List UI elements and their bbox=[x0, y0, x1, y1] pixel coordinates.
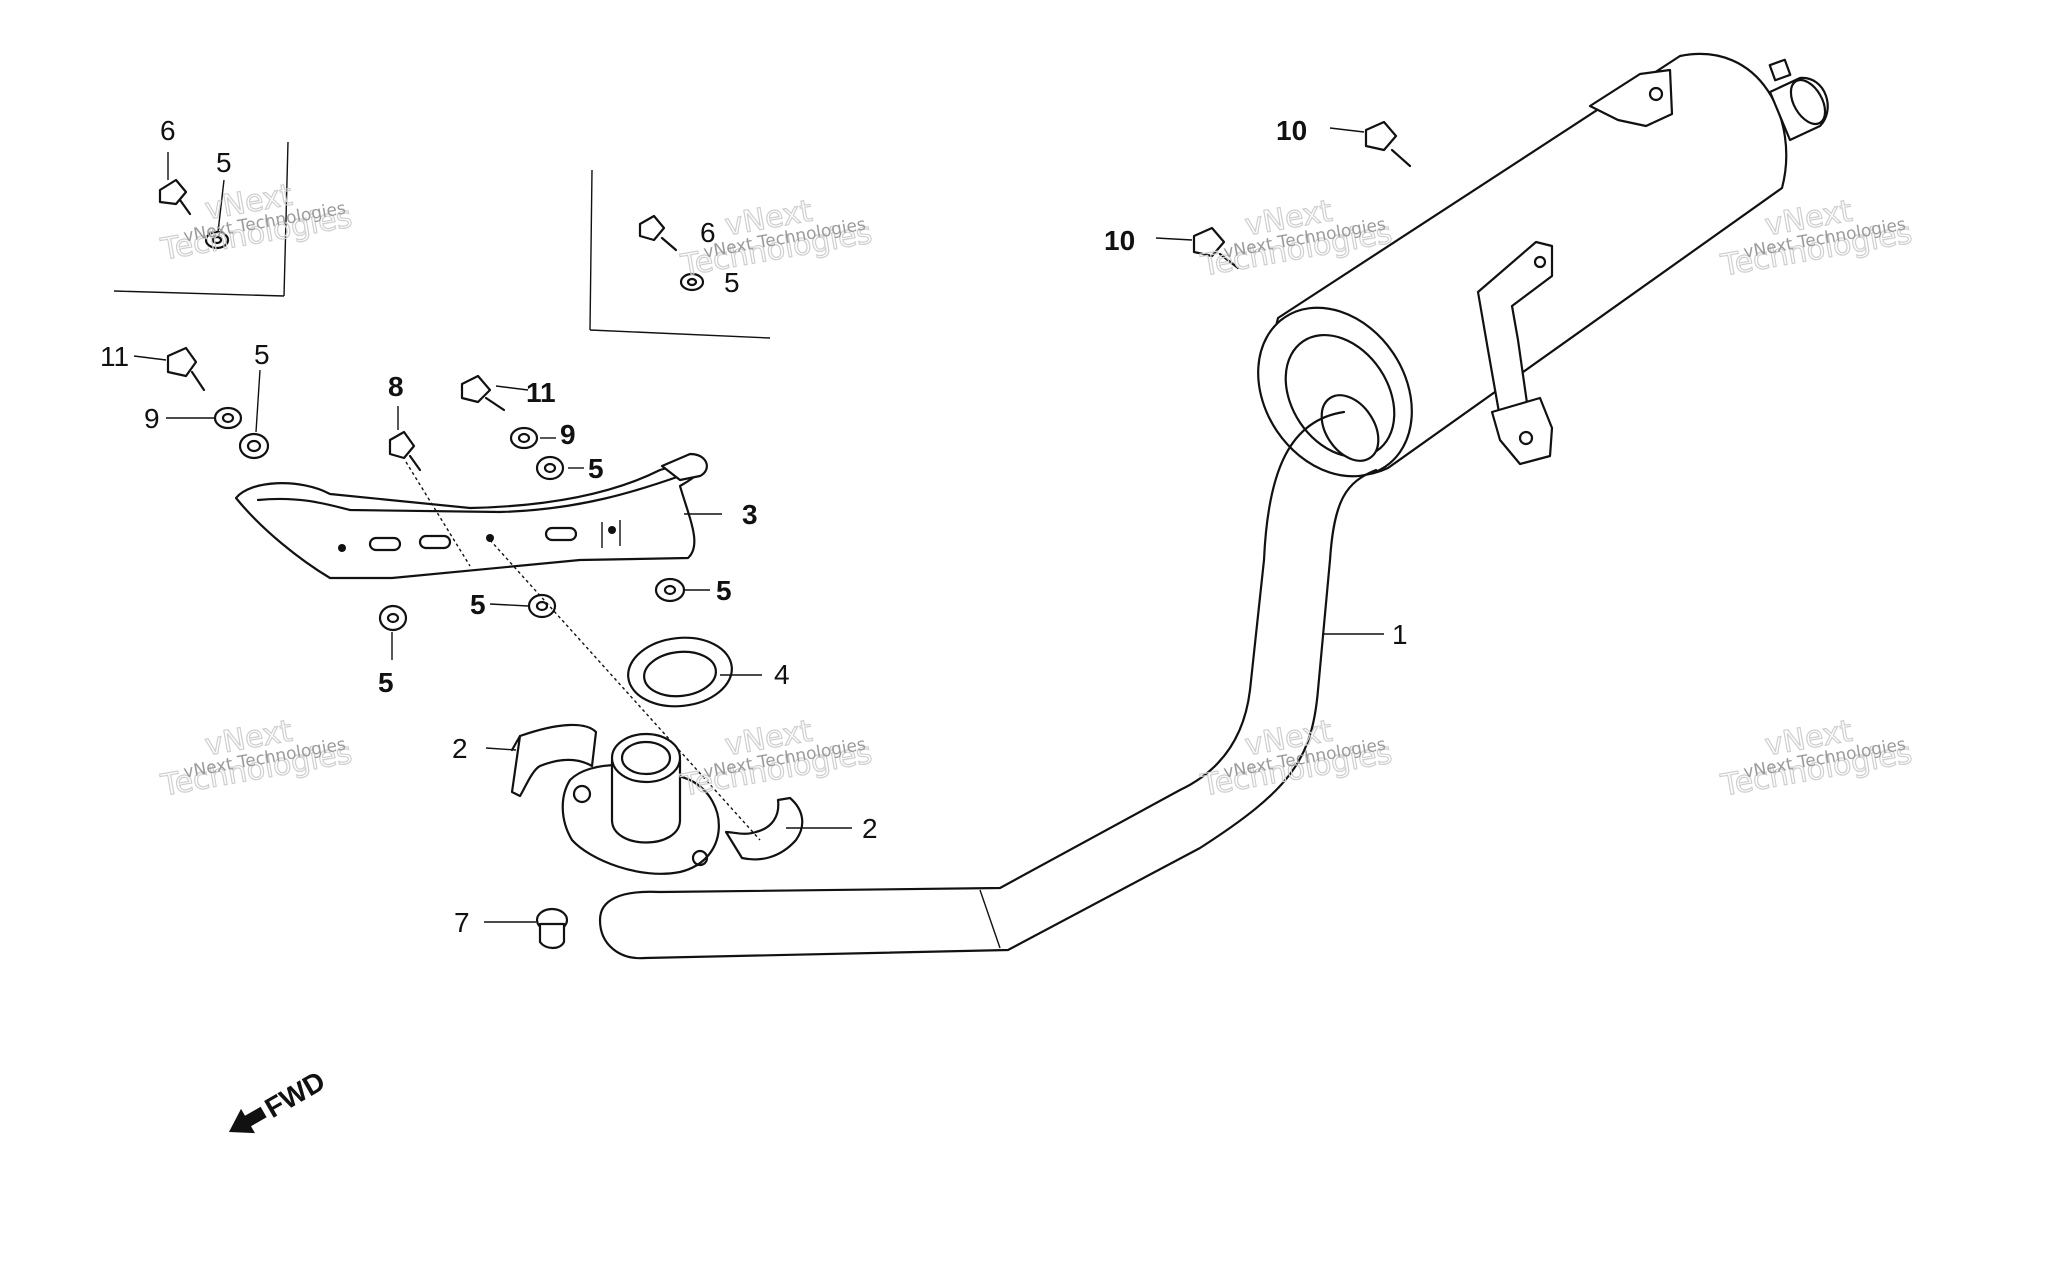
nut-part-5-lower-right bbox=[654, 577, 686, 603]
callout-2-right: 2 bbox=[862, 813, 878, 844]
bolt-part-8 bbox=[388, 430, 422, 472]
callout-11-left: 11 bbox=[100, 341, 129, 372]
watermark-1: Technologies vNext Technologies vNext bbox=[157, 177, 355, 268]
exhaust-head-pipe bbox=[598, 410, 1378, 960]
nut-part-5-lower-left bbox=[378, 604, 408, 632]
washer-part-5-inset-left bbox=[204, 230, 230, 250]
bolt-part-6-inset-left bbox=[158, 178, 192, 216]
forward-direction-indicator: FWD bbox=[228, 1065, 331, 1134]
split-collar-right bbox=[724, 796, 804, 861]
callout-9-middle: 9 bbox=[560, 419, 576, 450]
watermark-8: Technologies vNext Technologies vNext bbox=[1717, 713, 1915, 804]
callout-6-inset-middle: 6 bbox=[700, 217, 716, 248]
fwd-label: FWD bbox=[260, 1065, 331, 1124]
callout-5-lower-left: 5 bbox=[378, 667, 394, 698]
watermark-7: Technologies vNext Technologies vNext bbox=[1197, 713, 1395, 804]
bolt-part-11-left bbox=[166, 346, 206, 392]
nut-part-5-lower-middle bbox=[527, 593, 557, 619]
callout-3: 3 bbox=[742, 499, 758, 530]
callout-5-left: 5 bbox=[254, 339, 270, 370]
callout-9-left: 9 bbox=[144, 403, 160, 434]
callout-8: 8 bbox=[388, 371, 404, 402]
inset-frame-middle bbox=[589, 169, 771, 339]
bolt-part-10-lower bbox=[1192, 226, 1240, 270]
leader-lines bbox=[133, 127, 1384, 923]
watermark-5: Technologies vNext Technologies vNext bbox=[157, 713, 355, 804]
muffler-body bbox=[1257, 52, 1829, 478]
watermark-6: Technologies vNext Technologies vNext bbox=[677, 713, 875, 804]
callout-10-lower: 10 bbox=[1104, 225, 1135, 256]
washer-part-9-middle bbox=[509, 426, 539, 450]
callout-5-lower-middle: 5 bbox=[470, 589, 486, 620]
callout-2-left: 2 bbox=[452, 733, 468, 764]
pipe-flange bbox=[561, 732, 720, 875]
washer-part-9-left bbox=[213, 406, 243, 430]
inset-frame-left bbox=[113, 141, 289, 297]
heat-protector bbox=[234, 452, 708, 580]
nut-part-5-left bbox=[238, 432, 270, 460]
callout-6-inset-left: 6 bbox=[160, 115, 176, 146]
callout-7: 7 bbox=[454, 907, 470, 938]
nut-part-5-upper-middle bbox=[535, 455, 565, 481]
callout-4: 4 bbox=[774, 659, 790, 690]
exhaust-gasket bbox=[627, 636, 733, 708]
bolt-part-10-upper bbox=[1364, 120, 1412, 168]
callout-5-inset-left: 5 bbox=[216, 147, 232, 178]
callout-11-middle: 11 bbox=[526, 377, 556, 408]
bolt-part-7 bbox=[535, 907, 569, 950]
forward-arrow-icon bbox=[228, 1106, 267, 1134]
washer-part-5-inset-middle bbox=[679, 272, 705, 292]
split-collar-left bbox=[510, 723, 598, 798]
bolt-part-11-middle bbox=[460, 374, 506, 412]
callout-5-middle: 5 bbox=[588, 453, 604, 484]
callout-10-upper: 10 bbox=[1276, 115, 1307, 146]
callout-1: 1 bbox=[1392, 619, 1408, 650]
callout-labels: 1 2 2 3 4 5 5 5 5 5 5 5 5 6 6 7 8 9 9 10… bbox=[100, 115, 1408, 938]
callout-5-lower-right: 5 bbox=[716, 575, 732, 606]
bolt-part-6-inset-middle bbox=[638, 214, 678, 252]
callout-5-inset-middle: 5 bbox=[724, 267, 740, 298]
